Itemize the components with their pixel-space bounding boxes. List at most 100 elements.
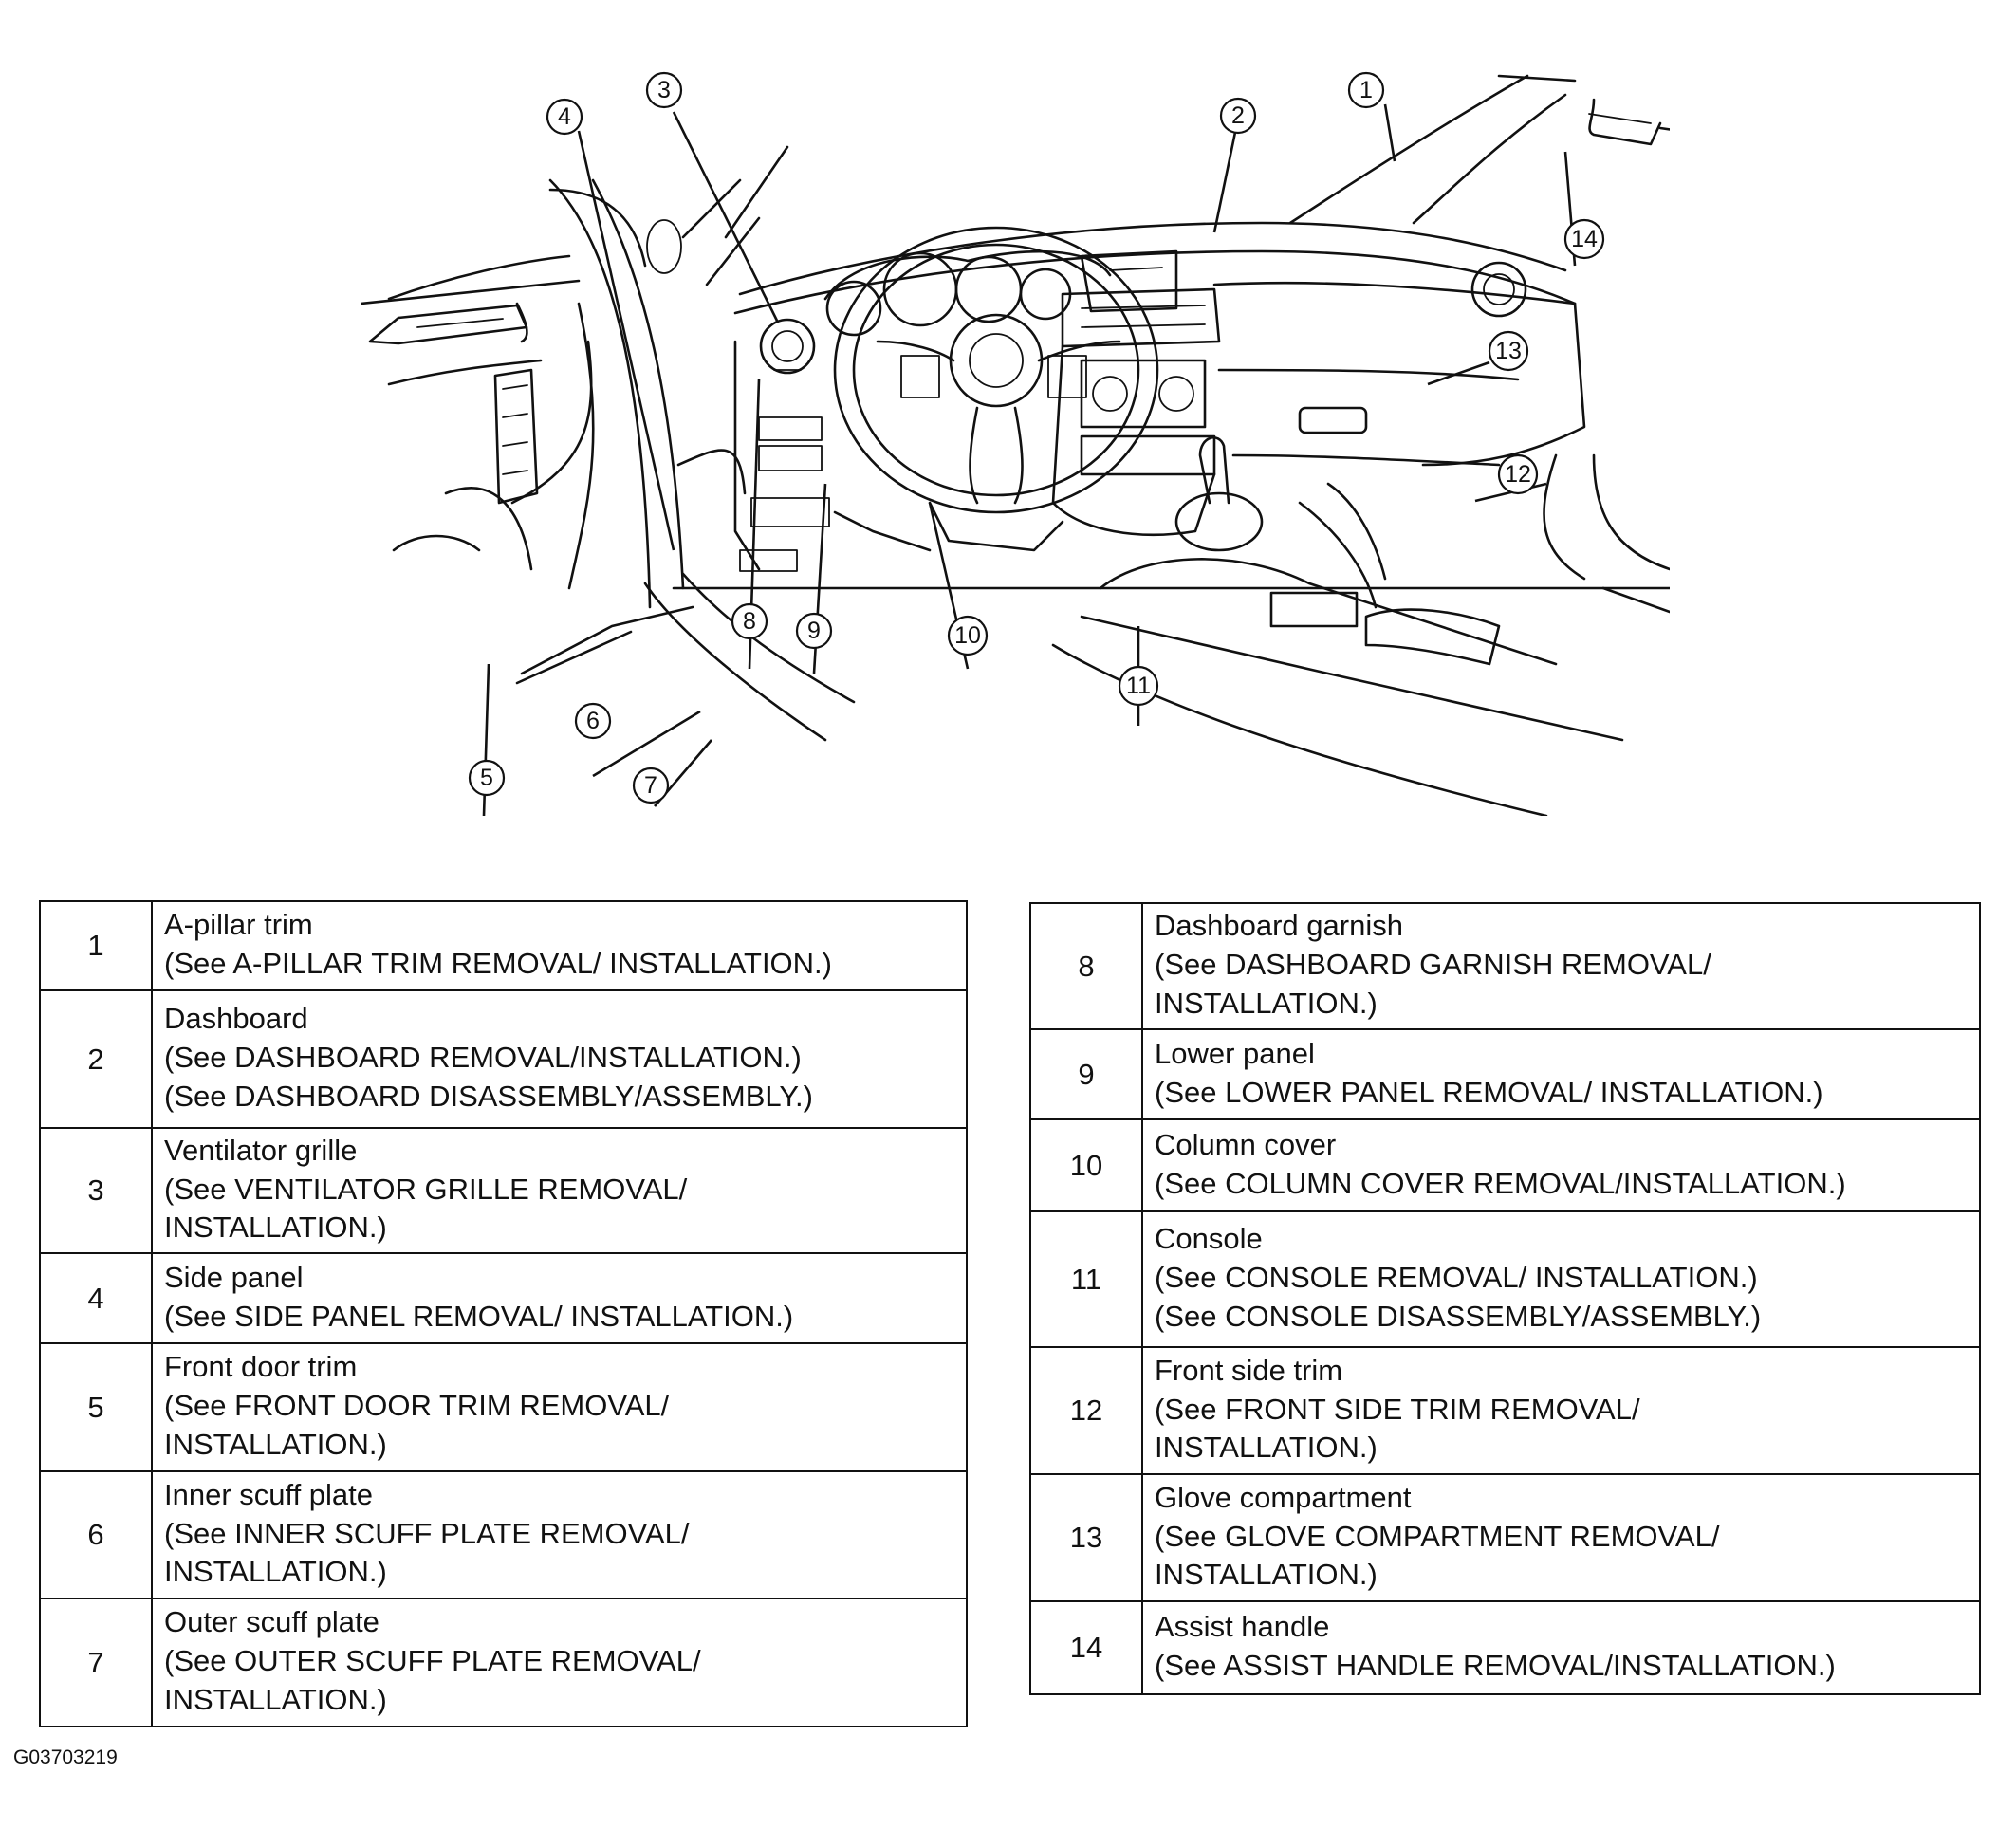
callout-8: 8 bbox=[731, 602, 768, 640]
item-description: Dashboard garnish (See DASHBOARD GARNISH… bbox=[1141, 902, 1981, 1030]
callout-12: 12 bbox=[1497, 453, 1539, 495]
item-title: A-pillar trim bbox=[164, 908, 313, 942]
item-description: Ventilator grille (See VENTILATOR GRILLE… bbox=[151, 1127, 968, 1254]
item-number: 5 bbox=[39, 1342, 153, 1472]
item-title: Console bbox=[1155, 1222, 1263, 1256]
item-reference: INSTALLATION.) bbox=[164, 1210, 387, 1245]
svg-text:1: 1 bbox=[1359, 77, 1373, 103]
item-description: Glove compartment (See GLOVE COMPARTMENT… bbox=[1141, 1473, 1981, 1602]
table-row: 12 Front side trim (See FRONT SIDE TRIM … bbox=[1029, 1346, 1981, 1475]
svg-text:7: 7 bbox=[644, 772, 657, 799]
item-description: Lower panel (See LOWER PANEL REMOVAL/ IN… bbox=[1141, 1028, 1981, 1120]
item-number: 14 bbox=[1029, 1600, 1143, 1695]
table-row: 6 Inner scuff plate (See INNER SCUFF PLA… bbox=[39, 1470, 968, 1599]
item-description: Assist handle (See ASSIST HANDLE REMOVAL… bbox=[1141, 1600, 1981, 1695]
table-row: 1 A-pillar trim (See A-PILLAR TRIM REMOV… bbox=[39, 900, 968, 991]
callout-10: 10 bbox=[947, 615, 989, 656]
callout-11: 11 bbox=[1118, 665, 1159, 707]
svg-text:3: 3 bbox=[657, 77, 671, 103]
item-title: Column cover bbox=[1155, 1127, 1337, 1161]
svg-text:8: 8 bbox=[743, 608, 756, 635]
table-row: 13 Glove compartment (See GLOVE COMPARTM… bbox=[1029, 1473, 1981, 1602]
item-reference: (See COLUMN COVER REMOVAL/INSTALLATION.) bbox=[1155, 1166, 1846, 1200]
item-number: 9 bbox=[1029, 1028, 1143, 1120]
table-row: 9 Lower panel (See LOWER PANEL REMOVAL/ … bbox=[1029, 1028, 1981, 1120]
item-reference: (See DASHBOARD REMOVAL/INSTALLATION.) bbox=[164, 1041, 802, 1075]
item-title: Dashboard bbox=[164, 1002, 308, 1036]
item-description: Outer scuff plate (See OUTER SCUFF PLATE… bbox=[151, 1598, 968, 1727]
item-reference: (See FRONT DOOR TRIM REMOVAL/ bbox=[164, 1389, 670, 1423]
interior-illustration: 1 2 3 4 5 6 7 8 9 10 11 12 13 14 bbox=[361, 71, 1670, 816]
item-description: Inner scuff plate (See INNER SCUFF PLATE… bbox=[151, 1470, 968, 1599]
item-number: 3 bbox=[39, 1127, 153, 1254]
item-title: Ventilator grille bbox=[164, 1133, 358, 1167]
item-reference: (See INNER SCUFF PLATE REMOVAL/ bbox=[164, 1516, 690, 1550]
table-row: 11 Console (See CONSOLE REMOVAL/ INSTALL… bbox=[1029, 1210, 1981, 1348]
parts-legend-table-left: 1 A-pillar trim (See A-PILLAR TRIM REMOV… bbox=[39, 900, 968, 1727]
svg-text:2: 2 bbox=[1231, 102, 1245, 129]
item-reference: (See ASSIST HANDLE REMOVAL/INSTALLATION.… bbox=[1155, 1649, 1836, 1682]
item-number: 12 bbox=[1029, 1346, 1143, 1475]
item-description: Front door trim (See FRONT DOOR TRIM REM… bbox=[151, 1342, 968, 1472]
svg-text:6: 6 bbox=[586, 708, 600, 734]
table-row: 3 Ventilator grille (See VENTILATOR GRIL… bbox=[39, 1127, 968, 1254]
item-reference: INSTALLATION.) bbox=[1155, 1558, 1378, 1592]
item-title: Assist handle bbox=[1155, 1610, 1330, 1644]
callout-2: 2 bbox=[1219, 97, 1257, 135]
item-title: Side panel bbox=[164, 1260, 304, 1294]
table-row: 5 Front door trim (See FRONT DOOR TRIM R… bbox=[39, 1342, 968, 1472]
item-reference: INSTALLATION.) bbox=[164, 1427, 387, 1461]
item-reference: INSTALLATION.) bbox=[1155, 1431, 1378, 1465]
callout-5: 5 bbox=[468, 759, 506, 797]
item-reference: (See OUTER SCUFF PLATE REMOVAL/ bbox=[164, 1644, 701, 1678]
item-description: Console (See CONSOLE REMOVAL/ INSTALLATI… bbox=[1141, 1210, 1981, 1348]
item-reference: (See SIDE PANEL REMOVAL/ INSTALLATION.) bbox=[164, 1299, 794, 1333]
item-reference: (See A-PILLAR TRIM REMOVAL/ INSTALLATION… bbox=[164, 947, 832, 980]
item-description: A-pillar trim (See A-PILLAR TRIM REMOVAL… bbox=[151, 900, 968, 991]
item-description: Dashboard (See DASHBOARD REMOVAL/INSTALL… bbox=[151, 989, 968, 1129]
table-row: 14 Assist handle (See ASSIST HANDLE REMO… bbox=[1029, 1600, 1981, 1695]
item-reference: (See CONSOLE REMOVAL/ INSTALLATION.) bbox=[1155, 1261, 1758, 1295]
item-reference: (See LOWER PANEL REMOVAL/ INSTALLATION.) bbox=[1155, 1075, 1823, 1109]
table-row: 7 Outer scuff plate (See OUTER SCUFF PLA… bbox=[39, 1598, 968, 1727]
item-title: Lower panel bbox=[1155, 1036, 1315, 1070]
callout-1: 1 bbox=[1347, 71, 1385, 109]
svg-text:12: 12 bbox=[1505, 461, 1531, 488]
callout-3: 3 bbox=[645, 71, 683, 109]
callout-7: 7 bbox=[632, 767, 670, 804]
item-description: Side panel (See SIDE PANEL REMOVAL/ INST… bbox=[151, 1252, 968, 1344]
item-description: Front side trim (See FRONT SIDE TRIM REM… bbox=[1141, 1346, 1981, 1475]
item-reference: INSTALLATION.) bbox=[164, 1555, 387, 1589]
item-number: 4 bbox=[39, 1252, 153, 1344]
table-row: 4 Side panel (See SIDE PANEL REMOVAL/ IN… bbox=[39, 1252, 968, 1344]
item-reference: (See DASHBOARD GARNISH REMOVAL/ bbox=[1155, 948, 1711, 982]
svg-text:11: 11 bbox=[1126, 673, 1151, 699]
svg-text:14: 14 bbox=[1571, 226, 1598, 252]
svg-text:9: 9 bbox=[807, 618, 821, 644]
item-title: Outer scuff plate bbox=[164, 1605, 379, 1639]
callout-6: 6 bbox=[574, 702, 612, 740]
item-reference: INSTALLATION.) bbox=[1155, 986, 1378, 1020]
table-row: 8 Dashboard garnish (See DASHBOARD GARNI… bbox=[1029, 902, 1981, 1030]
svg-text:4: 4 bbox=[558, 103, 571, 130]
svg-text:10: 10 bbox=[954, 622, 981, 649]
callout-numbers: 1 2 3 4 5 6 7 8 9 10 11 12 13 14 bbox=[468, 71, 1605, 804]
item-reference: (See FRONT SIDE TRIM REMOVAL/ bbox=[1155, 1392, 1640, 1426]
item-title: Front door trim bbox=[164, 1350, 358, 1384]
item-title: Glove compartment bbox=[1155, 1480, 1412, 1514]
item-title: Front side trim bbox=[1155, 1353, 1343, 1387]
item-number: 2 bbox=[39, 989, 153, 1129]
svg-text:5: 5 bbox=[480, 765, 493, 791]
item-reference: (See VENTILATOR GRILLE REMOVAL/ bbox=[164, 1172, 688, 1206]
parts-legend-table-right: 8 Dashboard garnish (See DASHBOARD GARNI… bbox=[1029, 902, 1981, 1695]
callout-4: 4 bbox=[546, 98, 583, 136]
item-number: 13 bbox=[1029, 1473, 1143, 1602]
table-row: 10 Column cover (See COLUMN COVER REMOVA… bbox=[1029, 1118, 1981, 1212]
item-number: 1 bbox=[39, 900, 153, 991]
item-reference: (See DASHBOARD DISASSEMBLY/ASSEMBLY.) bbox=[164, 1079, 813, 1113]
item-title: Inner scuff plate bbox=[164, 1477, 374, 1511]
item-number: 10 bbox=[1029, 1118, 1143, 1212]
interior-line-drawing bbox=[361, 74, 1670, 816]
item-number: 11 bbox=[1029, 1210, 1143, 1348]
callout-9: 9 bbox=[795, 612, 833, 650]
